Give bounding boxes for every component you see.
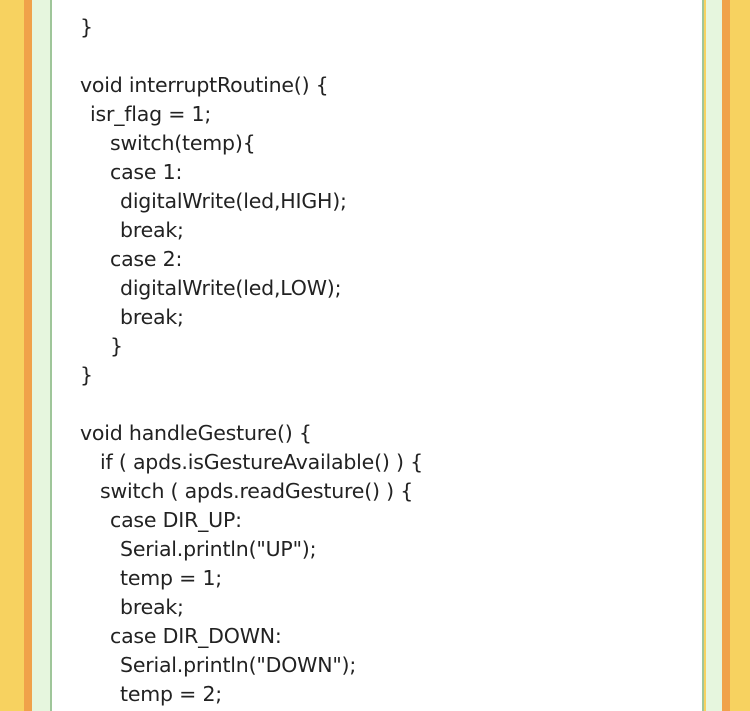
code-line: void interruptRoutine() {	[80, 73, 329, 97]
code-line: switch(temp){	[110, 131, 256, 155]
right-orange-stripe	[722, 0, 730, 711]
code-line: temp = 2;	[120, 682, 222, 706]
code-line: }	[80, 15, 93, 39]
code-line: temp = 1;	[120, 566, 222, 590]
code-line: void handleGesture() {	[80, 421, 312, 445]
code-line: digitalWrite(led,LOW);	[120, 276, 342, 300]
code-line: break;	[120, 218, 184, 242]
left-orange-stripe	[24, 0, 32, 711]
code-line: case DIR_DOWN:	[110, 624, 282, 648]
code-line: case DIR_UP:	[110, 508, 242, 532]
code-line	[52, 42, 423, 71]
code-line: switch ( apds.readGesture() ) {	[100, 479, 414, 503]
right-green-stripe	[706, 0, 722, 711]
code-line: isr_flag = 1;	[90, 102, 212, 126]
code-line: break;	[120, 305, 184, 329]
code-line: if ( apds.isGestureAvailable() ) {	[100, 450, 423, 474]
code-line: }	[110, 334, 123, 358]
code-line: }	[80, 363, 93, 387]
code-panel: } void interruptRoutine() { isr_flag = 1; s…	[50, 0, 704, 711]
left-green-stripe	[32, 0, 50, 711]
code-line: digitalWrite(led,HIGH);	[120, 189, 347, 213]
code-line: Serial.println("UP");	[120, 537, 317, 561]
code-line	[52, 390, 423, 419]
code-line: case 2:	[110, 247, 183, 271]
code-line: break;	[120, 595, 184, 619]
code-line: Serial.println("DOWN");	[120, 653, 357, 677]
code-block: } void interruptRoutine() { isr_flag = 1; s…	[52, 13, 423, 709]
code-line: case 1:	[110, 160, 183, 184]
